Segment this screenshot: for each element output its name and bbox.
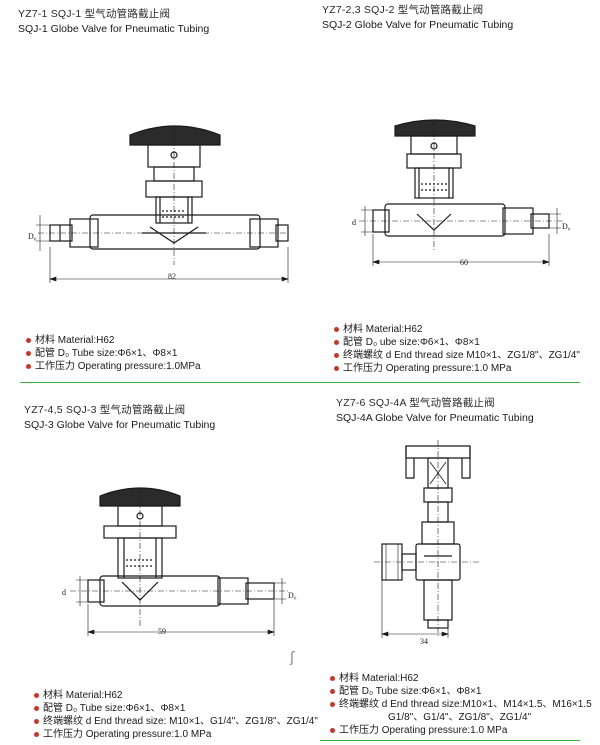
spec-pressure: 工作压力 Operating pressure:1.0 MPa (34, 728, 318, 741)
spec-pressure: 工作压力 Operating pressure:1.0 MPa (330, 724, 592, 737)
bullet-icon (330, 728, 335, 733)
panel-sqj-2: YZ7-2,3 SQJ-2 型气动管路截止阀 SQJ-2 Globe Valve… (322, 2, 513, 31)
spec-material: 材料 Material:H62 (334, 323, 580, 336)
bullet-icon (34, 706, 39, 711)
panel-code: YZ7-2,3 SQJ-2 型气动管路截止阀 (322, 4, 484, 16)
bullet-icon (330, 702, 335, 707)
section-divider (20, 382, 580, 383)
bullet-icon (34, 693, 39, 698)
spec-thread-size-cont: G1/8"、G1/4"、ZG1/8"、ZG1/4" (388, 712, 532, 723)
spec-thread-size: 终端螺纹 d End thread size M10×1、ZG1/8"、ZG1/… (334, 349, 580, 362)
spec-material: 材料 Material:H62 (26, 334, 201, 347)
bullet-icon (34, 732, 39, 737)
bullet-icon (34, 719, 39, 724)
spec-tube-size: 配管 D₀ Tube size:Φ6×1、Φ8×1 (330, 685, 592, 698)
valve-drawing-sqj-4a (374, 440, 480, 638)
valve-drawing-sqj-2 (359, 119, 565, 266)
panel-code: YZ7-4,5 SQJ-3 型气动管路截止阀 (24, 404, 186, 416)
dim-diameter: d (352, 218, 356, 227)
bullet-icon (26, 351, 31, 356)
panel-code: YZ7-1 SQJ-1 型气动管路截止阀 (18, 8, 171, 20)
dim-diameter: d (62, 588, 66, 597)
panel-code: YZ7-6 SQJ-4A 型气动管路截止阀 (336, 397, 495, 409)
spec-thread-size: 终端螺纹 d End thread size: M10×1、G1/4"、ZG1/… (34, 715, 318, 728)
bullet-icon (334, 366, 339, 371)
specs-sqj-4a: 材料 Material:H62 配管 D₀ Tube size:Φ6×1、Φ8×… (330, 672, 592, 737)
dim-tube-diameter: D₀ (562, 222, 571, 231)
specs-sqj-3: 材料 Material:H62 配管 D₀ Tube size:Φ6×1、Φ8×… (34, 689, 318, 741)
spec-material: 材料 Material:H62 (330, 672, 592, 685)
bullet-icon (334, 327, 339, 332)
spec-tube-size: 配管 D₀ ube size:Φ6×1、Φ8×1 (334, 336, 580, 349)
bullet-icon (26, 338, 31, 343)
spec-pressure: 工作压力 Operating pressure:1.0 MPa (334, 362, 580, 375)
bullet-icon (26, 364, 31, 369)
dim-width: 60 (460, 258, 468, 267)
dim-diameter: D₀ (28, 232, 37, 241)
bullet-icon (334, 340, 339, 345)
spec-pressure: 工作压力 Operating pressure:1.0MPa (26, 360, 201, 373)
dim-width: 82 (168, 272, 176, 281)
spec-thread-size: 终端螺纹 d End thread size:M10×1、M14×1.5、M16… (330, 698, 592, 711)
spec-material: 材料 Material:H62 (34, 689, 318, 702)
panel-title: SQJ-1 Globe Valve for Pneumatic Tubing (18, 23, 210, 35)
spec-tube-size: 配管 D₀ Tube size:Φ6×1、Φ8×1 (34, 702, 318, 715)
panel-title: SQJ-2 Globe Valve for Pneumatic Tubing (322, 19, 514, 31)
scan-mark: ʃ (290, 650, 295, 666)
valve-drawing-sqj-1 (36, 125, 289, 283)
panel-title: SQJ-3 Globe Valve for Pneumatic Tubing (24, 419, 216, 431)
spec-tube-size: 配管 D₀ Tube size:Φ6×1、Φ8×1 (26, 347, 201, 360)
dim-width: 59 (158, 627, 166, 636)
bullet-icon (330, 676, 335, 681)
bullet-icon (334, 353, 339, 358)
panel-sqj-4a: YZ7-6 SQJ-4A 型气动管路截止阀 SQJ-4A Globe Valve… (336, 395, 534, 424)
valve-drawing-sqj-3 (70, 487, 290, 636)
bottom-divider (320, 740, 580, 741)
panel-title: SQJ-4A Globe Valve for Pneumatic Tubing (336, 412, 534, 424)
panel-sqj-3: YZ7-4,5 SQJ-3 型气动管路截止阀 SQJ-3 Globe Valve… (24, 402, 215, 431)
dim-width: 34 (420, 637, 428, 646)
dim-tube-diameter: D₀ (288, 591, 297, 600)
bullet-icon (330, 689, 335, 694)
specs-sqj-2: 材料 Material:H62 配管 D₀ ube size:Φ6×1、Φ8×1… (334, 323, 580, 375)
panel-sqj-1: YZ7-1 SQJ-1 型气动管路截止阀 SQJ-1 Globe Valve f… (18, 6, 209, 35)
specs-sqj-1: 材料 Material:H62 配管 D₀ Tube size:Φ6×1、Φ8×… (26, 334, 201, 373)
